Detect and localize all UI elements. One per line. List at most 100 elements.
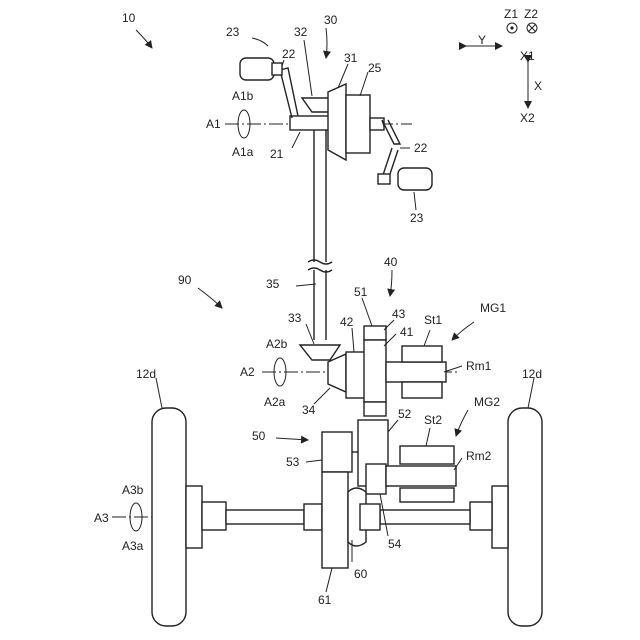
leader-st1 [424,330,430,346]
left-hub [186,486,202,548]
label-shaft-35: 35 [266,277,280,291]
label-direction-z2: Z2 [524,7,538,21]
label-axis-a3a: A3a [122,539,144,553]
label-rotor-2: Rm2 [466,449,492,463]
label-mg2: MG2 [474,395,500,409]
bevel-gear-33 [300,345,340,360]
leader-10 [136,30,152,48]
label-axis-a2: A2 [240,365,255,379]
leader-90 [198,288,222,308]
label-system: 10 [122,11,136,25]
leader-52 [388,420,398,432]
leader-51 [362,298,372,326]
z1-dot [510,26,513,29]
label-gear-set-50: 50 [252,429,266,443]
label-gear-41: 41 [400,325,414,339]
label-motor-25: 25 [368,61,382,75]
label-direction-x2: X2 [520,111,535,125]
label-axis-a2a: A2a [264,395,286,409]
leader-23-bottom [414,192,416,210]
left-handle-grip [240,58,274,80]
right-wheel [508,408,542,626]
leader-40 [390,270,392,296]
leader-32 [304,40,312,96]
left-cv-joint [202,502,226,530]
left-axle [226,510,304,524]
leader-53 [306,460,322,462]
label-gear-51: 51 [354,285,368,299]
leader-50 [276,438,308,440]
leader-mg2 [456,410,468,436]
label-left-crank: 22 [282,47,296,61]
leader-rm2 [454,458,462,470]
label-gear-53: 53 [286,455,300,469]
label-left-grip: 23 [226,25,240,39]
leader-21 [292,132,300,148]
leader-61 [326,568,332,592]
gear-53 [322,432,352,472]
label-ring-gear: 61 [318,593,332,607]
inner-right-cv [360,504,380,530]
leader-mg1 [452,322,474,340]
label-gear-31: 31 [344,51,358,65]
shaft-35 [308,130,332,340]
leader-34 [314,388,330,404]
leader-33 [306,324,314,344]
label-axis-a1b: A1b [232,89,254,103]
label-axis-a3b: A3b [122,483,144,497]
label-gear-43: 43 [392,307,406,321]
leader-12d-left [156,378,162,408]
left-grip-stub [272,63,282,75]
label-axis-a3: A3 [94,511,109,525]
label-gear-54: 54 [388,537,402,551]
right-shaft-stub [370,118,384,130]
right-hub [492,486,508,548]
label-axis-a1a: A1a [232,145,254,159]
ring-gear-61 [322,472,348,568]
direction-indicator [466,23,537,108]
break-mark-top [308,260,332,264]
gear-51-lower [364,402,386,416]
right-grip-stub [378,174,390,184]
mg2-stator-bottom [400,488,454,502]
handle-assembly-top [225,58,432,190]
label-gear-set-40: 40 [384,255,398,269]
left-crank [280,68,298,118]
label-direction-y: Y [478,33,486,47]
label-direction-z1: Z1 [504,7,518,21]
label-direction-x: X [534,79,542,93]
label-differential: 60 [354,567,368,581]
label-gear-33: 33 [288,311,302,325]
leader-35 [296,284,316,286]
mg1-stator-top [402,346,442,362]
motor-housing [346,95,370,153]
handle-shaft [290,116,330,130]
left-wheel [152,408,186,626]
label-stator-1: St1 [424,313,442,327]
label-gear-set-30: 30 [324,13,338,27]
leader-rm1 [444,366,462,372]
label-stator-2: St2 [424,413,442,427]
leader-12d-right [528,378,534,408]
break-mark-bottom [308,268,332,272]
mg1-stator-bottom [402,382,442,398]
label-right-wheel: 12d [522,367,542,381]
gear-43 [364,326,386,340]
right-handle-grip [398,168,432,190]
gear-41 [364,340,386,402]
gear-set-40 [262,326,460,416]
label-axis-a2b: A2b [266,337,288,351]
label-left-wheel: 12d [136,367,156,381]
mg2-stator-top [400,446,454,464]
label-direction-x1: X1 [520,49,535,63]
inner-left-cv [304,504,322,530]
right-axle [380,510,470,524]
label-axis-a1: A1 [206,117,221,131]
right-cv-joint [470,502,492,530]
label-gear-42: 42 [340,315,354,329]
leader-43 [384,320,394,330]
gear-42 [346,352,366,398]
label-gear-34: 34 [302,403,316,417]
